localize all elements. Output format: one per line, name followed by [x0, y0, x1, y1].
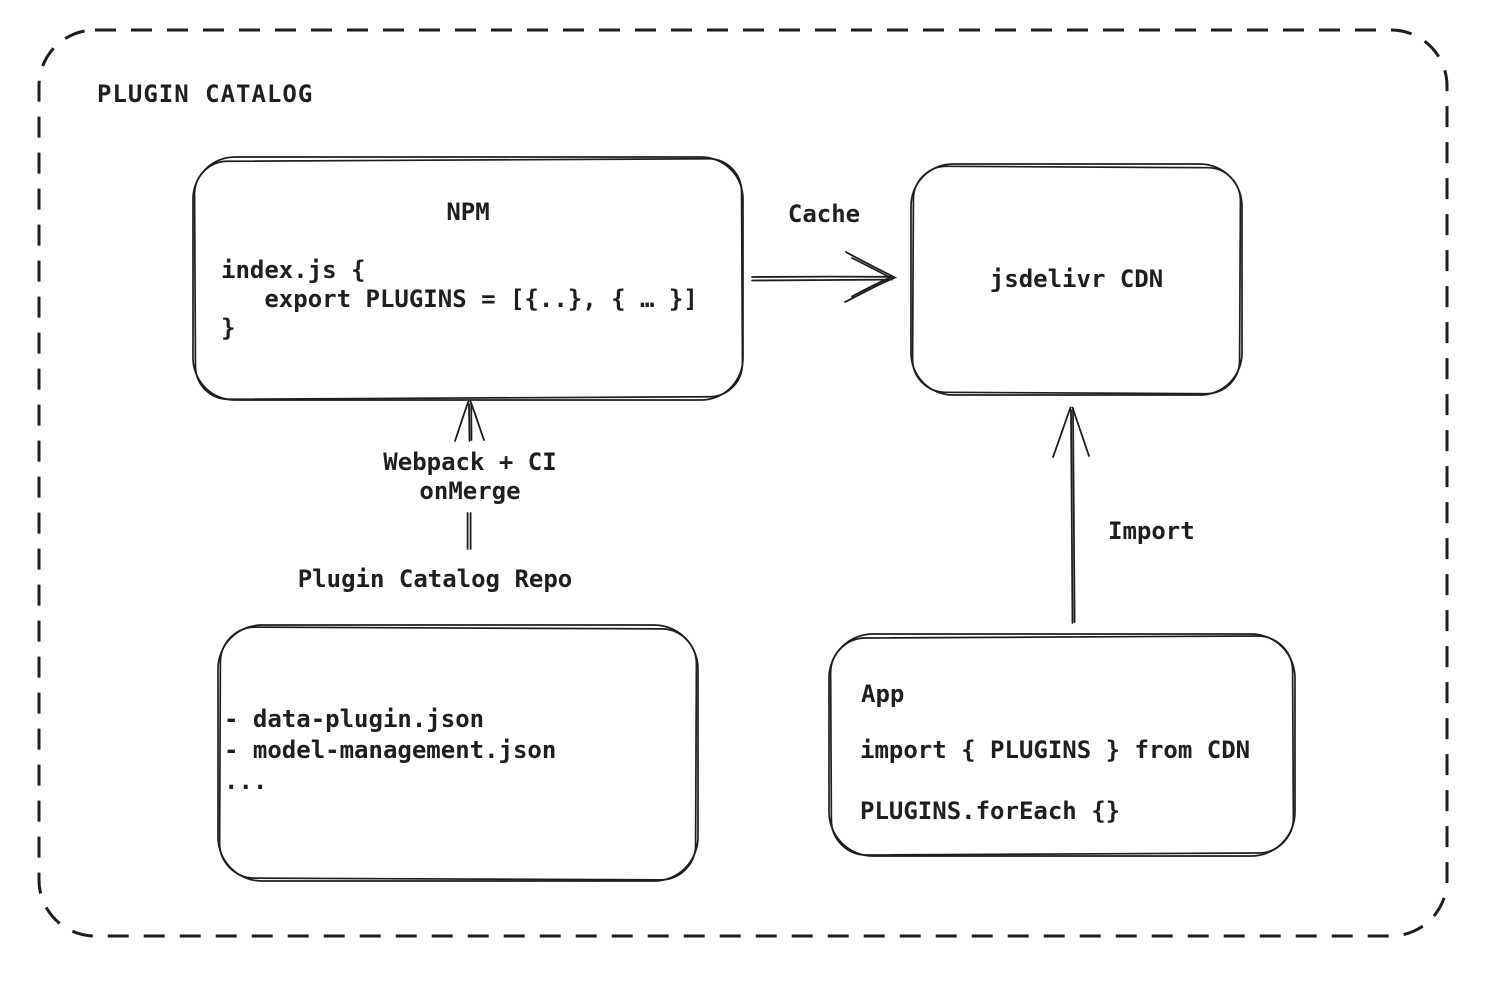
npm-box-outline: [192, 156, 744, 401]
import-arrow-label: Import: [1108, 517, 1195, 545]
import-arrow: [1052, 406, 1090, 624]
cdn-box-outline: [910, 163, 1243, 396]
npm-code-block: index.js { export PLUGINS = [{..}, { … }…: [221, 256, 698, 342]
app-box-title: App: [861, 680, 905, 708]
app-foreach-code-line: PLUGINS.forEach {}: [860, 797, 1121, 825]
webpack-connector-line: [466, 512, 472, 550]
cache-arrow-label: Cache: [787, 200, 861, 228]
cdn-box-title: jsdelivr CDN: [989, 265, 1164, 293]
webpack-arrow: [454, 400, 485, 442]
repo-box-title: Plugin Catalog Repo: [297, 565, 573, 593]
catalog-boundary-outline: [37, 28, 1449, 938]
app-box-outline: [828, 633, 1296, 857]
app-import-code-line: import { PLUGINS } from CDN: [860, 736, 1251, 764]
repo-box-outline: [217, 624, 699, 882]
cache-arrow: [751, 251, 898, 303]
diagram-title: PLUGIN CATALOG: [97, 80, 314, 108]
webpack-arrow-label: Webpack + CI onMerge: [383, 448, 557, 505]
npm-box-title: NPM: [446, 198, 490, 226]
repo-file-list: - data-plugin.json - model-management.js…: [224, 705, 557, 795]
